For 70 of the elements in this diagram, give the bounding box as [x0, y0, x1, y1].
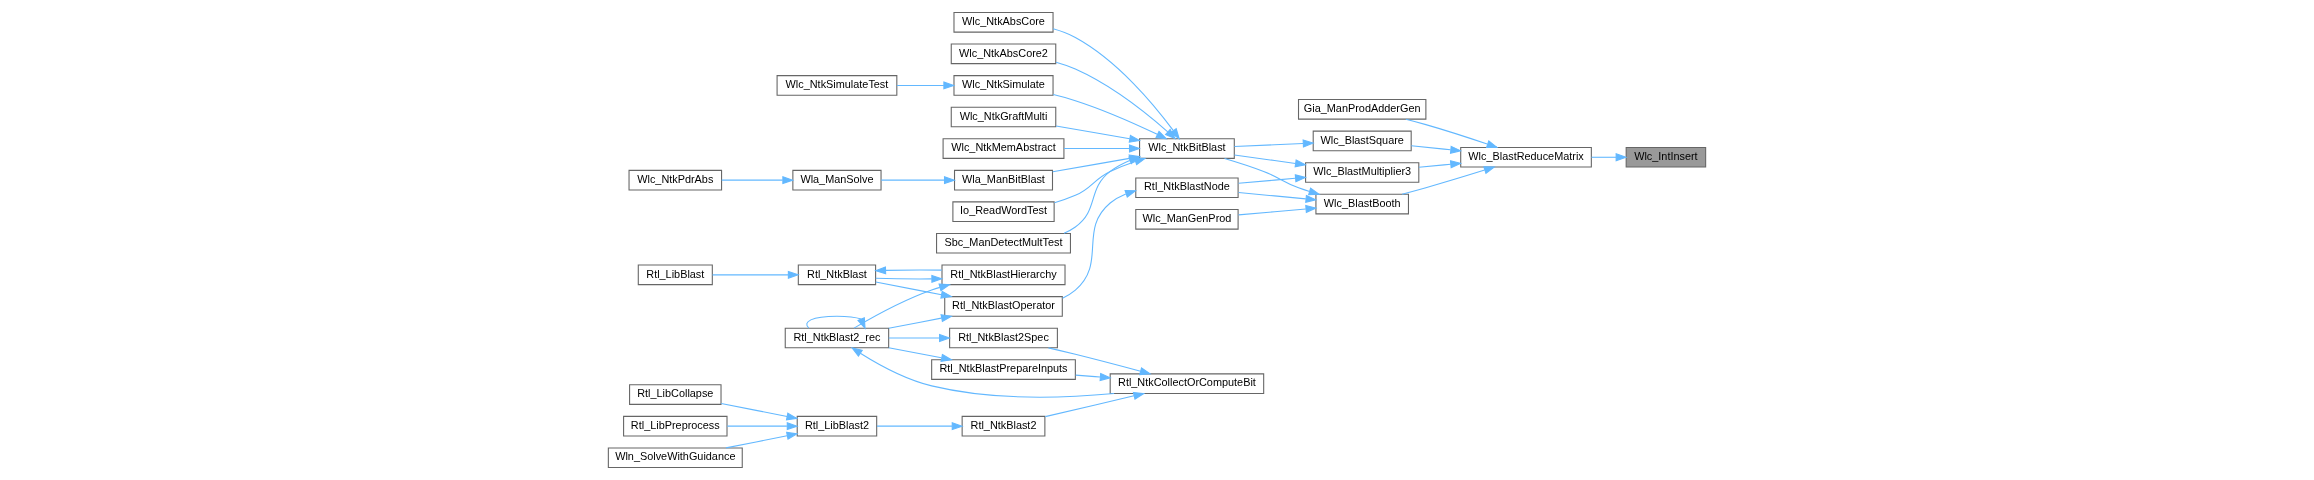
node-box: Rtl_NtkBlast: [797, 264, 877, 286]
node-box: Wln_SolveWithGuidance: [607, 447, 743, 469]
node-box: Rtl_NtkBlastHierarchy: [941, 264, 1066, 286]
arrow: [1063, 144, 1141, 153]
arrow: [725, 431, 799, 449]
node-box: Rtl_LibBlast: [637, 264, 713, 286]
arrow: [850, 347, 1115, 398]
arrow: [1238, 174, 1307, 184]
arrow: [1238, 204, 1318, 216]
node-box: Rtl_LibBlast2: [796, 415, 878, 437]
node-box: Wlc_BlastBooth: [1315, 193, 1409, 215]
arrow: [1047, 347, 1152, 376]
arrow: [721, 175, 795, 185]
arrow: [875, 274, 944, 284]
node-box: Rtl_NtkCollectOrComputeBit: [1109, 373, 1265, 395]
arrow: [1055, 61, 1177, 140]
arrow: [1044, 391, 1146, 418]
arrow: [1224, 157, 1321, 196]
arrow: [1238, 191, 1318, 203]
arrow: [880, 175, 956, 185]
node-box: Io_ReadWordTest: [952, 201, 1055, 223]
arrow: [1062, 189, 1138, 299]
arrow: [1405, 118, 1499, 148]
arrow: [1233, 139, 1315, 148]
node-box: Rtl_LibPreprocess: [623, 415, 728, 437]
node-box: Wlc_NtkPdrAbs: [628, 169, 723, 191]
arrow: [726, 421, 799, 431]
arrow: [1591, 153, 1628, 162]
node-box: Wlc_NtkBitBlast: [1139, 138, 1235, 159]
arrow: [720, 402, 799, 421]
arrow: [874, 266, 943, 275]
node-box: Wlc_BlastReduceMatrix: [1460, 146, 1592, 168]
arrow: [876, 421, 964, 431]
node-box: Rtl_LibCollapse: [629, 384, 722, 405]
node-box: Wlc_NtkAbsCore: [953, 11, 1054, 33]
node-box: Wlc_BlastSquare: [1312, 130, 1412, 152]
node-box: Rtl_NtkBlastOperator: [944, 296, 1063, 317]
node-box: Wlc_NtkAbsCore2: [950, 43, 1057, 65]
arrow: [1052, 28, 1181, 141]
node-box: Sbc_ManDetectMultTest: [936, 232, 1071, 254]
arrow: [1401, 166, 1496, 195]
arrow: [1410, 145, 1463, 154]
arrow: [853, 283, 952, 329]
arrow: [896, 81, 956, 90]
node-box: Wlc_BlastMultiplier3: [1305, 162, 1420, 183]
node-box: Wlc_NtkSimulateTest: [776, 75, 898, 96]
node-box: Wlc_NtkGraftMulti: [950, 106, 1057, 128]
arrow: [1075, 372, 1112, 382]
node-box: Rtl_NtkBlast2_rec: [784, 327, 890, 349]
arrow: [888, 347, 953, 362]
node-box: Wla_ManBitBlast: [953, 169, 1054, 191]
node-box: Rtl_NtkBlast2Spec: [949, 327, 1058, 349]
arrow: [712, 270, 800, 280]
arrow: [1418, 160, 1463, 169]
node-box: Rtl_NtkBlast2: [961, 415, 1046, 437]
arrow: [888, 314, 953, 329]
arrow: [888, 333, 951, 343]
node-box: Wlc_IntInsert: [1625, 146, 1707, 168]
node-box: Wla_ManSolve: [792, 169, 882, 191]
node-box: Wlc_ManGenProd: [1135, 208, 1239, 230]
arrow: [1055, 125, 1142, 143]
node-box: Rtl_NtkBlastNode: [1135, 177, 1239, 199]
arrow: [1233, 154, 1307, 168]
node-box: Wlc_NtkSimulate: [953, 75, 1054, 96]
arrow: [875, 281, 953, 299]
node-box: Wlc_NtkMemAbstract: [942, 138, 1065, 159]
arrow: [806, 315, 866, 330]
node-box: Gia_ManProdAdderGen: [1297, 99, 1427, 120]
arrow: [1052, 94, 1168, 140]
node-box: Rtl_NtkBlastPrepareInputs: [931, 359, 1076, 380]
